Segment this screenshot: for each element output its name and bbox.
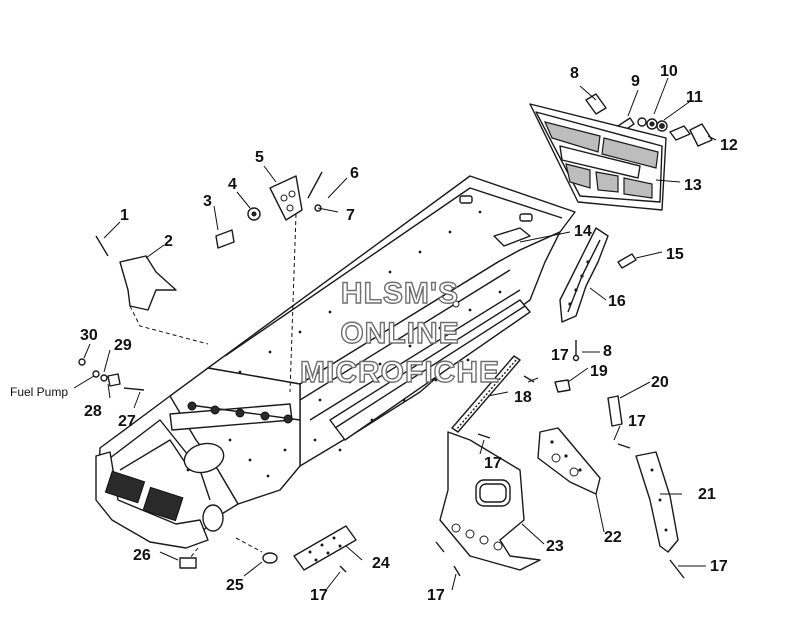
callout-4: 4: [228, 176, 237, 193]
callout-27: 27: [118, 413, 136, 430]
part-14-16-bracket: [559, 227, 609, 323]
callout-26: 26: [133, 547, 151, 564]
callout-25: 25: [226, 577, 244, 594]
callout-7: 7: [346, 207, 355, 224]
fuel-pump-hardware: [78, 358, 145, 391]
callout-17-c: 17: [484, 455, 502, 472]
callout-23: 23: [546, 538, 564, 555]
callout-19: 19: [590, 363, 608, 380]
callout-28: 28: [84, 403, 102, 420]
callout-16: 16: [608, 293, 626, 310]
part-20-bolt: [607, 395, 623, 427]
callout-14: 14: [574, 223, 592, 240]
callout-17-d: 17: [710, 558, 728, 575]
part-26-cap: [179, 557, 197, 569]
part-1-2-bracket: [95, 235, 177, 311]
chassis-tunnel: [95, 175, 576, 549]
callout-30: 30: [80, 327, 98, 344]
part-6-pin: [307, 171, 323, 199]
callout-12: 12: [720, 137, 738, 154]
part-25-bushing: [262, 552, 278, 564]
callout-13: 13: [684, 177, 702, 194]
fuel-pump-label: Fuel Pump: [10, 385, 68, 399]
callout-8-mid: 8: [603, 343, 612, 360]
callout-9: 9: [631, 73, 640, 90]
callout-29: 29: [114, 337, 132, 354]
callout-22: 22: [604, 529, 622, 546]
part-19-block: [554, 379, 571, 393]
small-fasteners-17: [339, 340, 685, 579]
callout-numbers: 1 2 3 4 5 6 7 8 9 10 11 12 13 14 15 16 8…: [80, 63, 738, 604]
callout-17-e: 17: [427, 587, 445, 604]
part-3-4-hardware: [215, 207, 261, 249]
part-5-plate: [269, 175, 303, 221]
callout-1: 1: [120, 207, 129, 224]
snow-flap: [529, 103, 667, 211]
watermark-line-3: MICROFICHE: [300, 356, 500, 389]
part-23-footrest: [439, 431, 541, 571]
watermark-line-1: HLSM'S: [341, 277, 459, 310]
watermark-line-2: ONLINE: [340, 317, 459, 350]
callout-24: 24: [372, 555, 390, 572]
callout-8-top: 8: [570, 65, 579, 82]
callout-11: 11: [686, 89, 703, 106]
watermark: HLSM'S ONLINE MICROFICHE: [299, 276, 500, 389]
callout-3: 3: [203, 193, 212, 210]
leader-lines: [73, 77, 717, 591]
callout-15: 15: [666, 246, 684, 263]
callout-17-f: 17: [310, 587, 328, 604]
callout-6: 6: [350, 165, 359, 182]
callout-21: 21: [698, 486, 716, 503]
callout-10: 10: [660, 63, 678, 80]
part-22-bracket: [537, 427, 601, 495]
callout-18: 18: [514, 389, 532, 406]
part-24-plate: [293, 525, 357, 571]
callout-20: 20: [651, 374, 669, 391]
part-21-side-plate: [635, 451, 679, 553]
callout-2: 2: [164, 233, 173, 250]
callout-17-a: 17: [551, 347, 569, 364]
callout-17-b: 17: [628, 413, 646, 430]
callout-5: 5: [255, 149, 264, 166]
part-15-clip: [617, 253, 637, 269]
grab-bar: [585, 18, 753, 147]
